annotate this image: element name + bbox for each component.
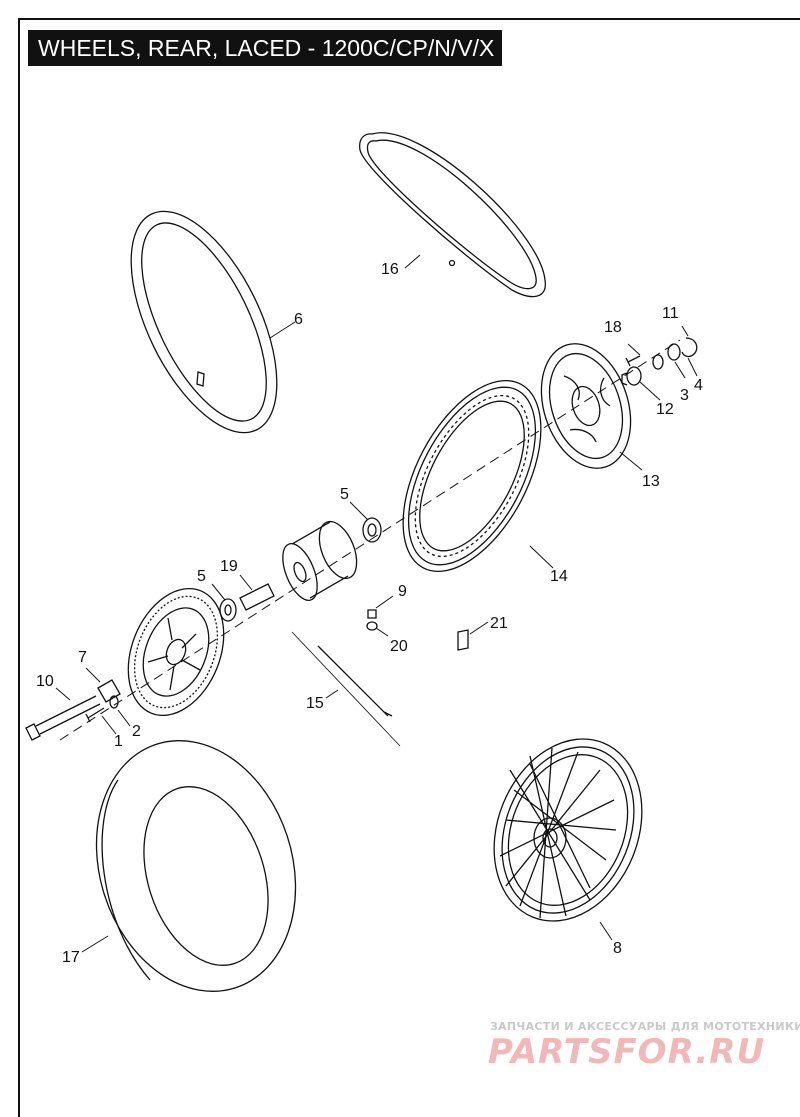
callout-17: 17 — [62, 949, 80, 966]
leader-lines — [55, 254, 698, 953]
brake-rotor — [540, 343, 632, 469]
callout-20: 20 — [390, 638, 408, 655]
hub — [282, 520, 358, 601]
drive-belt — [359, 132, 546, 298]
callout-15: 15 — [306, 695, 324, 712]
callout-3: 3 — [680, 387, 689, 404]
callout-5-a: 5 — [340, 486, 349, 503]
callout-13: 13 — [642, 473, 660, 490]
callout-labels: 1 2 3 4 5 5 6 7 8 9 10 11 12 13 14 15 16… — [36, 261, 703, 966]
rim — [402, 379, 542, 573]
callout-6: 6 — [294, 311, 303, 328]
callout-16: 16 — [381, 261, 399, 278]
valve-stem-parts — [366, 609, 378, 631]
callout-7: 7 — [78, 649, 87, 666]
callout-14: 14 — [550, 568, 568, 585]
tire — [95, 740, 297, 992]
watermark-tagline: ЗАПЧАСТИ И АКСЕССУАРЫ ДЛЯ МОТОТЕХНИКИ — [490, 1020, 800, 1033]
watermark-logo: PARTSFOR.RU — [488, 1032, 766, 1072]
callout-1: 1 — [114, 733, 123, 750]
page-frame — [18, 18, 800, 1117]
rotor-hardware — [621, 337, 698, 386]
page-title: WHEELS, REAR, LACED - 1200C/CP/N/V/X — [28, 30, 502, 66]
callout-11: 11 — [662, 305, 679, 322]
spacer — [239, 583, 275, 611]
callout-10: 10 — [36, 673, 54, 690]
bearing — [219, 598, 237, 622]
pulley — [127, 587, 225, 717]
callout-21: 21 — [490, 615, 508, 632]
callout-12: 12 — [656, 401, 674, 418]
callout-19: 19 — [220, 558, 238, 575]
callout-4: 4 — [694, 377, 703, 394]
axle-hardware — [25, 679, 121, 741]
callout-18: 18 — [604, 319, 622, 336]
spoke — [291, 631, 401, 747]
callout-9: 9 — [398, 583, 407, 600]
laced-wheel — [493, 738, 643, 922]
inner-tube — [130, 210, 278, 434]
callout-8: 8 — [613, 940, 622, 957]
callout-2: 2 — [132, 723, 141, 740]
balance-weight — [457, 629, 469, 651]
callout-5-b: 5 — [197, 568, 206, 585]
bearing — [362, 517, 382, 543]
